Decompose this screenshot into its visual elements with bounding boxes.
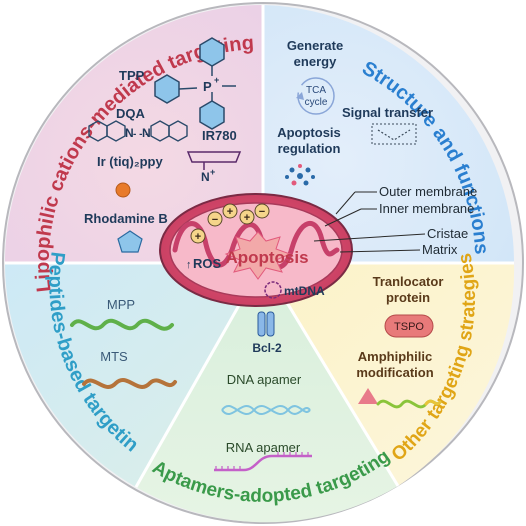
membrane-charges [190,203,270,244]
label-tpp: TPP [119,68,145,83]
label-ros: ROS [193,256,222,271]
label-mts: MTS [100,349,128,364]
label-amphiphilic-modification-2: modification [356,365,433,380]
dqa-n2-label: N [142,126,151,140]
membrane-leader-lines [313,191,426,253]
label-amphiphilic-modification-1: Amphiphilic [358,349,432,364]
tpp-phosphorus-label: P [203,79,212,94]
segment-peptides [5,263,263,487]
ros-arrow: ↑ [186,259,192,271]
dna-aptamer-icon [221,404,311,416]
apoptosis-burst-icon [224,231,292,280]
label-translocator-protein-2: protein [386,290,430,305]
label-ir780: IR780 [202,128,237,143]
label-matrix: Matrix [422,242,458,257]
label-iridium-complex: Ir (tiq)₂ppy [97,154,163,169]
segment-other [263,263,515,486]
rhodamine-pentagon-icon [117,230,143,253]
label-tca-cycle: cycle [305,97,328,108]
segment-aptamers [136,263,398,523]
segment-structure [263,5,514,263]
ir780-plus-label: + [210,167,215,177]
label-rhodamine-b: Rhodamine B [84,211,168,226]
segment-lipophilic [5,5,263,263]
label-dna-aptamer: DNA apamer [227,372,302,387]
label-bcl2: Bcl-2 [252,341,282,355]
label-apoptosis-regulation-2: regulation [278,141,341,156]
charge-plus-2: + [227,206,233,218]
label-apoptosis: Apoptosis [225,248,308,267]
label-mtdna: mtDNA [284,284,325,298]
tpp-structure-icon [154,37,236,130]
charge-plus-1: + [195,231,201,243]
ir780-structure-icon [186,151,242,170]
label-inner-membrane: Inner membrane [379,201,474,216]
dqa-dashes: - - - [133,129,149,140]
ir780-n-label: N [201,170,210,184]
amphiphilic-chain-tail [424,399,442,406]
label-mpp: MPP [107,297,135,312]
label-apoptosis-regulation-1: Apoptosis [277,125,341,140]
dqa-structure-icon [88,120,188,142]
mpp-peptide-icon [70,318,174,331]
tca-cycle-icon [296,77,335,115]
label-dqa: DQA [116,106,146,121]
signal-transfer-icon [371,123,417,145]
charge-minus-1: − [212,214,218,226]
charge-minus-2: − [259,206,265,218]
label-translocator-protein-1: Tranlocator [373,274,444,289]
amphiphilic-triangle-icon [358,388,378,404]
tpp-plus-label: + [214,75,219,85]
label-tca: TCA [306,85,326,96]
iridium-dot-icon [115,182,131,198]
label-signal-transfer: Signal transfer [342,105,433,120]
tspo-badge [384,314,434,338]
mtdna-icon [264,281,282,299]
apoptosis-regulation-icon [285,164,315,186]
label-outer-membrane: Outer membrane [379,184,477,199]
rna-aptamer-icon [214,452,312,472]
label-generate-energy-2: energy [294,54,337,69]
label-tspo: TSPO [394,321,424,333]
label-rna-aptamer: RNA apamer [226,440,301,455]
charge-plus-3: + [244,212,250,224]
bcl2-protein-icon [257,311,275,337]
label-cristae: Cristae [427,226,468,241]
mts-peptide-icon [82,378,177,389]
label-generate-energy-1: Generate [287,38,343,53]
dqa-n1-label: N [125,126,134,140]
